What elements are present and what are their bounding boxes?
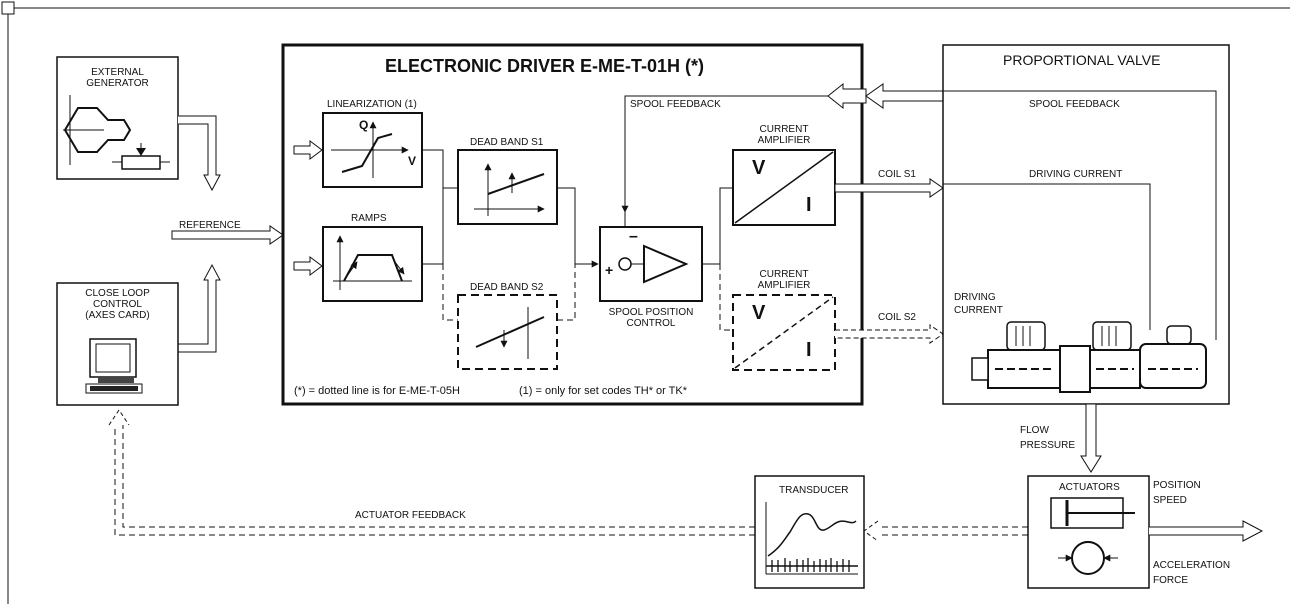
coil-s2-label: COIL S2 [878,312,916,323]
generator-output-arrow [178,115,221,192]
linearization-input-arrow [293,140,323,160]
note-set-codes: (1) = only for set codes TH* or TK* [519,385,688,397]
note-dotted-line: (*) = dotted line is for E-ME-T-05H [294,385,460,397]
amp1-i-label: I [806,194,812,216]
summer-plus-label: + [605,262,614,278]
driver-title: ELECTRONIC DRIVER E-ME-T-01H (*) [385,56,705,76]
control-to-amp1-line [702,187,733,265]
transducer-label: TRANSDUCER [779,485,849,496]
valve-driving-current-label: DRIVING CURRENT [1029,169,1123,180]
valve-driving-current-line [943,183,1151,330]
deadband1-to-summer-line [557,187,599,268]
transducer-block [754,475,865,589]
ramps-label: RAMPS [351,213,387,224]
valve-spool-feedback-label: SPOOL FEEDBACK [1029,99,1120,110]
actuator-feedback-line-inner [114,425,755,536]
dead-band-s1-block [457,149,558,225]
flow-pressure-arrow [1080,403,1102,473]
actuators-block [1027,475,1150,589]
merge-line [422,149,444,265]
valve-drawing [971,321,1207,393]
amp2-v-label: V [752,302,766,324]
reference-label: REFERENCE [179,220,241,231]
current-amplifier-2-block [732,294,836,371]
close-loop-control-block [56,282,179,406]
spool-feedback-inner-label: SPOOL FEEDBACK [630,99,721,110]
amp1-v-label: V [752,157,766,179]
spool-feedback-inner-line [624,95,828,227]
proportional-valve-title: PROPORTIONAL VALVE [1003,52,1161,68]
q-axis-label: Q [359,118,369,132]
valve-spool-feedback-line [943,90,1217,340]
coil-s1-label: COIL S1 [878,169,916,180]
v-axis-label: V [408,154,417,168]
outer-frame [7,7,1290,604]
amp2-i-label: I [806,339,812,361]
close-loop-output-arrow [178,263,221,353]
control-to-amp2-line [719,264,733,331]
spool-feedback-entry-arrow [827,82,867,110]
spool-position-control-block [599,226,703,302]
dead-band-s2-block [457,294,558,370]
deadband2-to-summer-line [557,264,576,321]
coil-s1-arrow [834,178,944,198]
actuators-label: ACTUATORS [1059,482,1120,493]
figure-tab [1,1,15,15]
dead-band-s1-label: DEAD BAND S1 [470,137,544,148]
linearization-block [322,112,423,188]
transducer-input-arrowhead [863,520,879,542]
close-loop-input-arrowhead [108,409,130,426]
to-deadband2-line [442,264,458,321]
ramps-block [322,226,423,302]
actuator-feedback-label: ACTUATOR FEEDBACK [355,510,466,521]
dead-band-s2-label: DEAD BAND S2 [470,282,544,293]
actuator-feedback-line-outer [122,425,755,528]
actuator-output-arrow [1149,520,1264,542]
linearization-label: LINEARIZATION (1) [327,99,417,110]
current-amplifier-1-block [732,149,836,226]
external-generator-block [56,56,179,180]
reference-arrow [171,225,284,245]
summer-minus-label: – [629,228,638,245]
ramps-input-arrow [293,256,323,276]
